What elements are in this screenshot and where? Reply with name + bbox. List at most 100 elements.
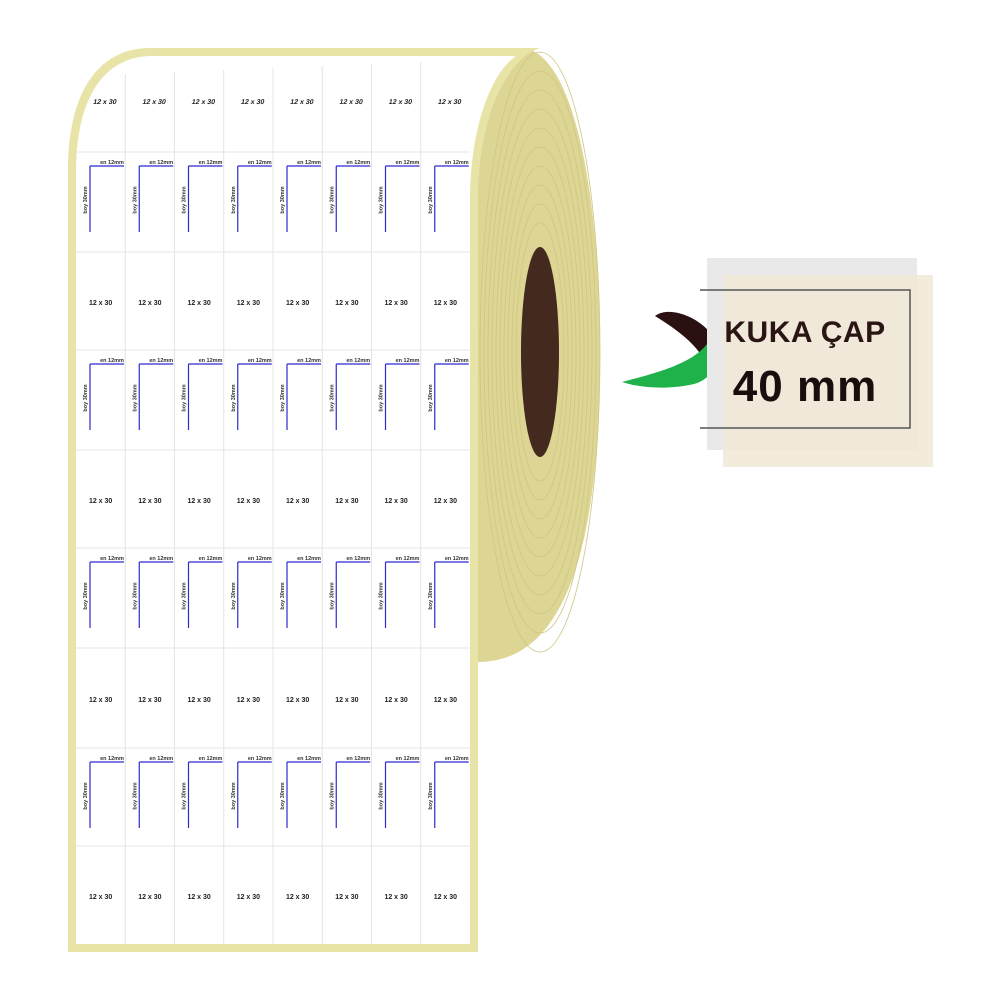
label-size-text: 12 x 30	[191, 99, 216, 106]
height-dimension-text: boy 30mm	[428, 782, 434, 809]
info-box-front-panel	[723, 275, 933, 467]
height-dimension-text: boy 30mm	[379, 582, 385, 609]
label-size-text: 12 x 30	[240, 99, 265, 106]
label-size-text: 12 x 30	[286, 894, 309, 901]
width-dimension-text: en 12mm	[199, 160, 223, 166]
label-size-text: 12 x 30	[142, 99, 167, 106]
height-dimension-text: boy 30mm	[83, 186, 89, 213]
width-dimension-text: en 12mm	[100, 160, 124, 166]
height-dimension-text: boy 30mm	[428, 186, 434, 213]
label-size-text: 12 x 30	[434, 498, 457, 505]
width-dimension-text: en 12mm	[445, 756, 469, 762]
width-dimension-text: en 12mm	[149, 358, 173, 364]
roll-ring	[483, 70, 597, 634]
width-dimension-text: en 12mm	[100, 756, 124, 762]
width-dimension-text: en 12mm	[100, 358, 124, 364]
height-dimension-text: boy 30mm	[83, 384, 89, 411]
width-dimension-text: en 12mm	[297, 756, 321, 762]
label-size-text: 12 x 30	[388, 99, 413, 106]
info-box-frame	[700, 289, 911, 429]
label-size-text: 12 x 30	[335, 894, 358, 901]
height-dimension-text: boy 30mm	[329, 782, 335, 809]
height-dimension-text: boy 30mm	[329, 384, 335, 411]
label-size-text: 12 x 30	[89, 498, 112, 505]
label-size-text: 12 x 30	[138, 894, 161, 901]
roll-ring	[507, 184, 573, 520]
label-size-text: 12 x 30	[92, 99, 117, 106]
width-dimension-text: en 12mm	[149, 160, 173, 166]
roll-ring	[515, 222, 565, 482]
height-dimension-text: boy 30mm	[83, 582, 89, 609]
core-diameter-title: KUKA ÇAP	[724, 316, 886, 349]
height-dimension-text: boy 30mm	[379, 384, 385, 411]
height-dimension-text: boy 30mm	[428, 582, 434, 609]
width-dimension-text: en 12mm	[396, 556, 420, 562]
label-size-text: 12 x 30	[384, 498, 407, 505]
label-size-text: 12 x 30	[286, 697, 309, 704]
label-size-text: 12 x 30	[187, 697, 210, 704]
width-dimension-text: en 12mm	[445, 556, 469, 562]
width-dimension-text: en 12mm	[248, 756, 272, 762]
label-size-text: 12 x 30	[138, 697, 161, 704]
height-dimension-text: boy 30mm	[231, 384, 237, 411]
label-size-text: 12 x 30	[187, 894, 210, 901]
height-dimension-text: boy 30mm	[428, 384, 434, 411]
height-dimension-text: boy 30mm	[231, 186, 237, 213]
label-size-text: 12 x 30	[384, 697, 407, 704]
label-size-text: 12 x 30	[187, 300, 210, 307]
label-size-text: 12 x 30	[237, 697, 260, 704]
height-dimension-text: boy 30mm	[182, 384, 188, 411]
label-size-text: 12 x 30	[335, 498, 358, 505]
width-dimension-text: en 12mm	[149, 756, 173, 762]
height-dimension-text: boy 30mm	[231, 782, 237, 809]
width-dimension-text: en 12mm	[297, 358, 321, 364]
width-dimension-text: en 12mm	[149, 556, 173, 562]
height-dimension-text: boy 30mm	[280, 782, 286, 809]
width-dimension-text: en 12mm	[396, 160, 420, 166]
roll-ring	[479, 51, 601, 653]
roll-ring	[503, 165, 577, 539]
width-dimension-text: en 12mm	[346, 756, 370, 762]
label-size-text: 12 x 30	[89, 300, 112, 307]
height-dimension-text: boy 30mm	[132, 186, 138, 213]
width-dimension-text: en 12mm	[248, 556, 272, 562]
height-dimension-text: boy 30mm	[182, 782, 188, 809]
width-dimension-text: en 12mm	[248, 358, 272, 364]
width-dimension-text: en 12mm	[445, 358, 469, 364]
label-size-text: 12 x 30	[335, 697, 358, 704]
arrow-green-swoosh	[622, 336, 717, 388]
label-size-text: 12 x 30	[335, 300, 358, 307]
height-dimension-text: boy 30mm	[182, 582, 188, 609]
width-dimension-text: en 12mm	[346, 160, 370, 166]
label-size-text: 12 x 30	[434, 300, 457, 307]
label-size-text: 12 x 30	[89, 894, 112, 901]
width-dimension-text: en 12mm	[199, 756, 223, 762]
roll-ring	[499, 146, 581, 558]
roll-ring	[491, 108, 589, 596]
height-dimension-text: boy 30mm	[280, 582, 286, 609]
roll-rings	[479, 51, 601, 653]
height-dimension-text: boy 30mm	[83, 782, 89, 809]
label-size-text: 12 x 30	[384, 300, 407, 307]
label-size-text: 12 x 30	[289, 99, 314, 106]
label-size-text: 12 x 30	[138, 498, 161, 505]
label-size-text: 12 x 30	[437, 99, 462, 106]
height-dimension-text: boy 30mm	[329, 582, 335, 609]
width-dimension-text: en 12mm	[346, 358, 370, 364]
height-dimension-text: boy 30mm	[280, 186, 286, 213]
info-box-panels	[700, 258, 933, 467]
label-size-text: 12 x 30	[286, 498, 309, 505]
height-dimension-text: boy 30mm	[132, 782, 138, 809]
width-dimension-text: en 12mm	[396, 358, 420, 364]
width-dimension-text: en 12mm	[297, 160, 321, 166]
height-dimension-text: boy 30mm	[379, 186, 385, 213]
label-size-text: 12 x 30	[89, 697, 112, 704]
info-arrow	[622, 311, 717, 388]
width-dimension-text: en 12mm	[100, 556, 124, 562]
roll-ring	[511, 203, 569, 501]
label-size-text: 12 x 30	[138, 300, 161, 307]
roll-side	[478, 48, 601, 662]
height-dimension-text: boy 30mm	[379, 782, 385, 809]
width-dimension-text: en 12mm	[445, 160, 469, 166]
label-size-text: 12 x 30	[384, 894, 407, 901]
